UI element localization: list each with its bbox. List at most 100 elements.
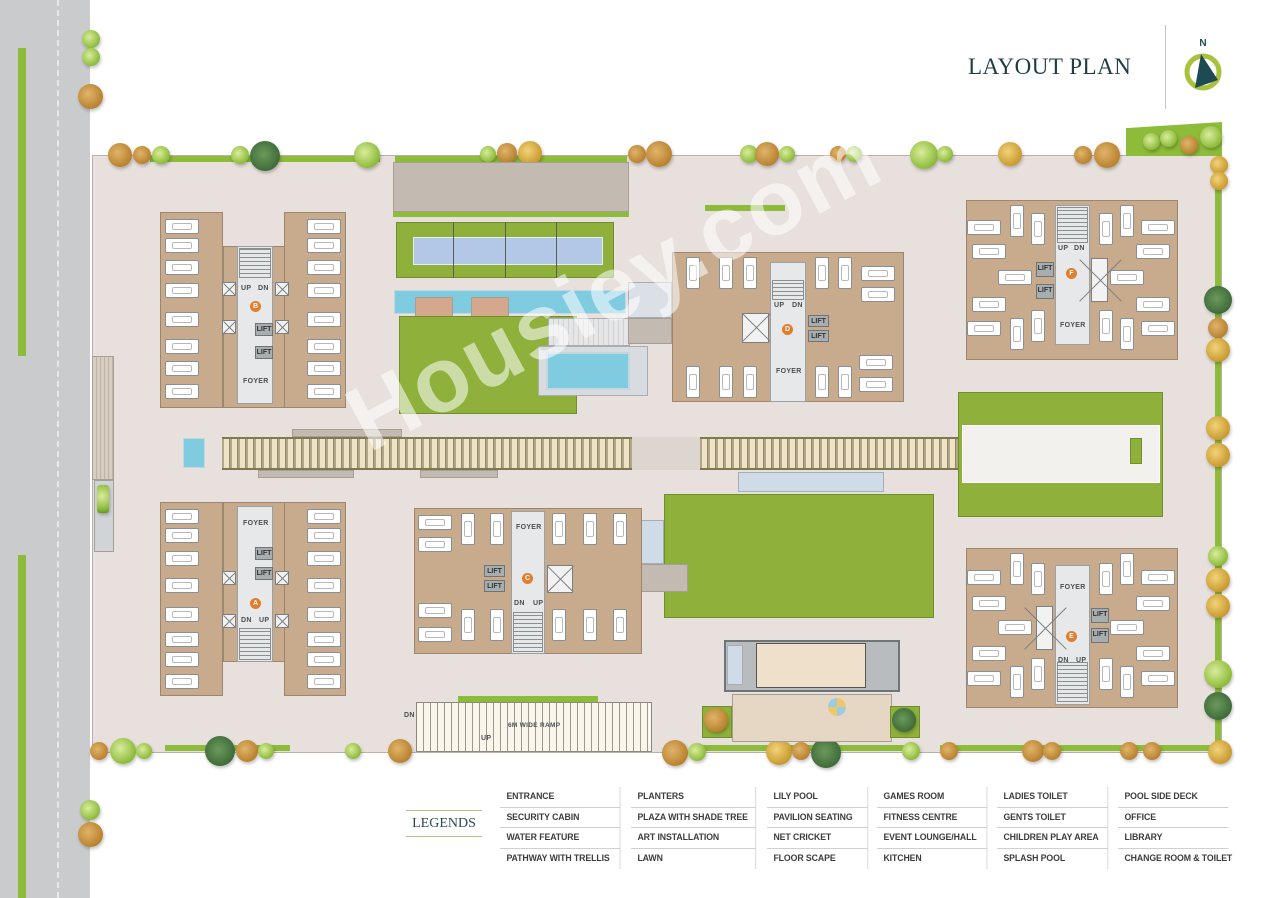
tree-icon	[1208, 318, 1228, 338]
tree-icon	[1204, 692, 1232, 720]
tree-icon	[236, 740, 258, 762]
pathway	[628, 318, 672, 344]
tree-icon	[998, 142, 1022, 166]
tree-icon	[937, 146, 953, 162]
tree-icon	[82, 48, 100, 66]
tree-icon	[518, 141, 542, 165]
tree-icon	[846, 146, 862, 162]
tree-icon	[231, 146, 249, 164]
legend-item: FITNESS CENTRE	[877, 807, 988, 828]
pathway-connector	[640, 564, 688, 592]
legends-title: LEGENDS	[406, 810, 482, 837]
water-feature	[183, 438, 205, 468]
tree-icon	[90, 742, 108, 760]
legend-item: ENTRANCE	[500, 787, 621, 808]
tree-icon	[497, 143, 517, 163]
children-play-area	[732, 694, 892, 742]
foyer-label: FOYER	[243, 378, 269, 385]
legend-item: GENTS TOILET	[997, 807, 1109, 828]
tree-icon	[480, 146, 496, 162]
net-cricket-pitch	[413, 237, 603, 265]
seating-bay	[738, 472, 884, 492]
foyer-label: FOYER	[243, 520, 269, 527]
lift-icon: LIFT	[255, 323, 273, 336]
tree-icon	[1208, 740, 1232, 764]
lift-icon: LIFT	[1036, 284, 1054, 299]
tree-icon	[704, 708, 728, 732]
tree-icon	[78, 84, 103, 109]
net-line	[505, 222, 506, 278]
legend-item: LAWN	[631, 848, 757, 869]
tree-icon	[1206, 416, 1230, 440]
tree-icon	[258, 743, 274, 759]
tree-icon	[1200, 126, 1222, 148]
legend-item: CHILDREN PLAY AREA	[997, 828, 1109, 849]
road-median-south	[18, 555, 26, 898]
tree-icon	[646, 141, 672, 167]
ramp-label: 6M WIDE RAMP	[508, 722, 561, 729]
tree-icon	[792, 742, 810, 760]
compass-north-label: N	[1199, 38, 1207, 49]
legend-item: SECURITY CABIN	[500, 807, 621, 828]
legend-item: PLANTERS	[631, 787, 757, 808]
tree-icon	[1160, 130, 1177, 147]
ramp	[416, 702, 652, 752]
lift-icon: LIFT	[1036, 262, 1054, 277]
lift-icon: LIFT	[1091, 628, 1109, 643]
tree-icon	[80, 800, 100, 820]
lift-icon: LIFT	[484, 565, 505, 577]
tree-icon	[1180, 136, 1198, 154]
pavilion-bench	[292, 429, 402, 437]
tree-icon	[388, 739, 412, 763]
tree-icon	[1143, 742, 1161, 760]
page-title: LAYOUT PLAN	[968, 54, 1132, 79]
foyer-label: FOYER	[1060, 584, 1086, 591]
legend-item: ART INSTALLATION	[631, 828, 757, 849]
net-cricket-apron	[393, 162, 629, 212]
legend-item: PLAZA WITH SHADE TREE	[631, 807, 757, 828]
pavilion-bench	[258, 470, 354, 478]
legend-item: CHANGE ROOM & TOILET	[1124, 852, 1233, 864]
tree-icon	[902, 742, 920, 760]
tree-icon	[688, 743, 706, 761]
tree-icon	[205, 736, 235, 766]
tree-icon	[892, 708, 916, 732]
road	[0, 0, 90, 898]
legend-item: POOL SIDE DECK	[1118, 787, 1229, 808]
tower-c-badge: C	[522, 573, 533, 584]
legend-item: OFFICE	[1118, 808, 1229, 828]
pathway-connector	[640, 520, 664, 564]
tower-f-badge: F	[1066, 268, 1077, 279]
legend-item: FLOOR SCAPE	[767, 848, 869, 869]
art-installation-icon	[828, 698, 846, 716]
tree-icon	[1204, 660, 1232, 688]
legend-item: LADIES TOILET	[997, 787, 1109, 808]
ramp-dn-label: DN	[404, 712, 415, 719]
tower-e-badge: E	[1066, 631, 1077, 642]
tree-icon	[133, 146, 151, 164]
tree-icon	[755, 142, 779, 166]
lift-icon: LIFT	[484, 580, 505, 592]
tree-icon	[811, 738, 841, 768]
tree-icon	[250, 141, 280, 171]
central-lawn	[664, 494, 934, 618]
tree-icon	[82, 30, 100, 48]
tower-b-badge: B	[250, 301, 261, 312]
tree-icon	[1208, 546, 1228, 566]
hedge-south	[940, 745, 1210, 751]
tree-icon	[1210, 172, 1228, 190]
foyer-label: FOYER	[776, 368, 802, 375]
tree-icon	[779, 146, 795, 162]
planter-strip	[705, 205, 785, 211]
tree-icon	[830, 146, 846, 162]
tree-icon	[940, 742, 958, 760]
legend-item: GAMES ROOM	[877, 787, 988, 808]
lift-icon: LIFT	[1091, 608, 1109, 623]
planter-strip	[393, 212, 629, 217]
toilets	[727, 645, 743, 685]
planter	[1130, 438, 1142, 464]
tree-icon	[1143, 133, 1160, 150]
title-divider	[1165, 25, 1166, 109]
plaza	[962, 425, 1160, 483]
lift-icon: LIFT	[808, 315, 829, 327]
